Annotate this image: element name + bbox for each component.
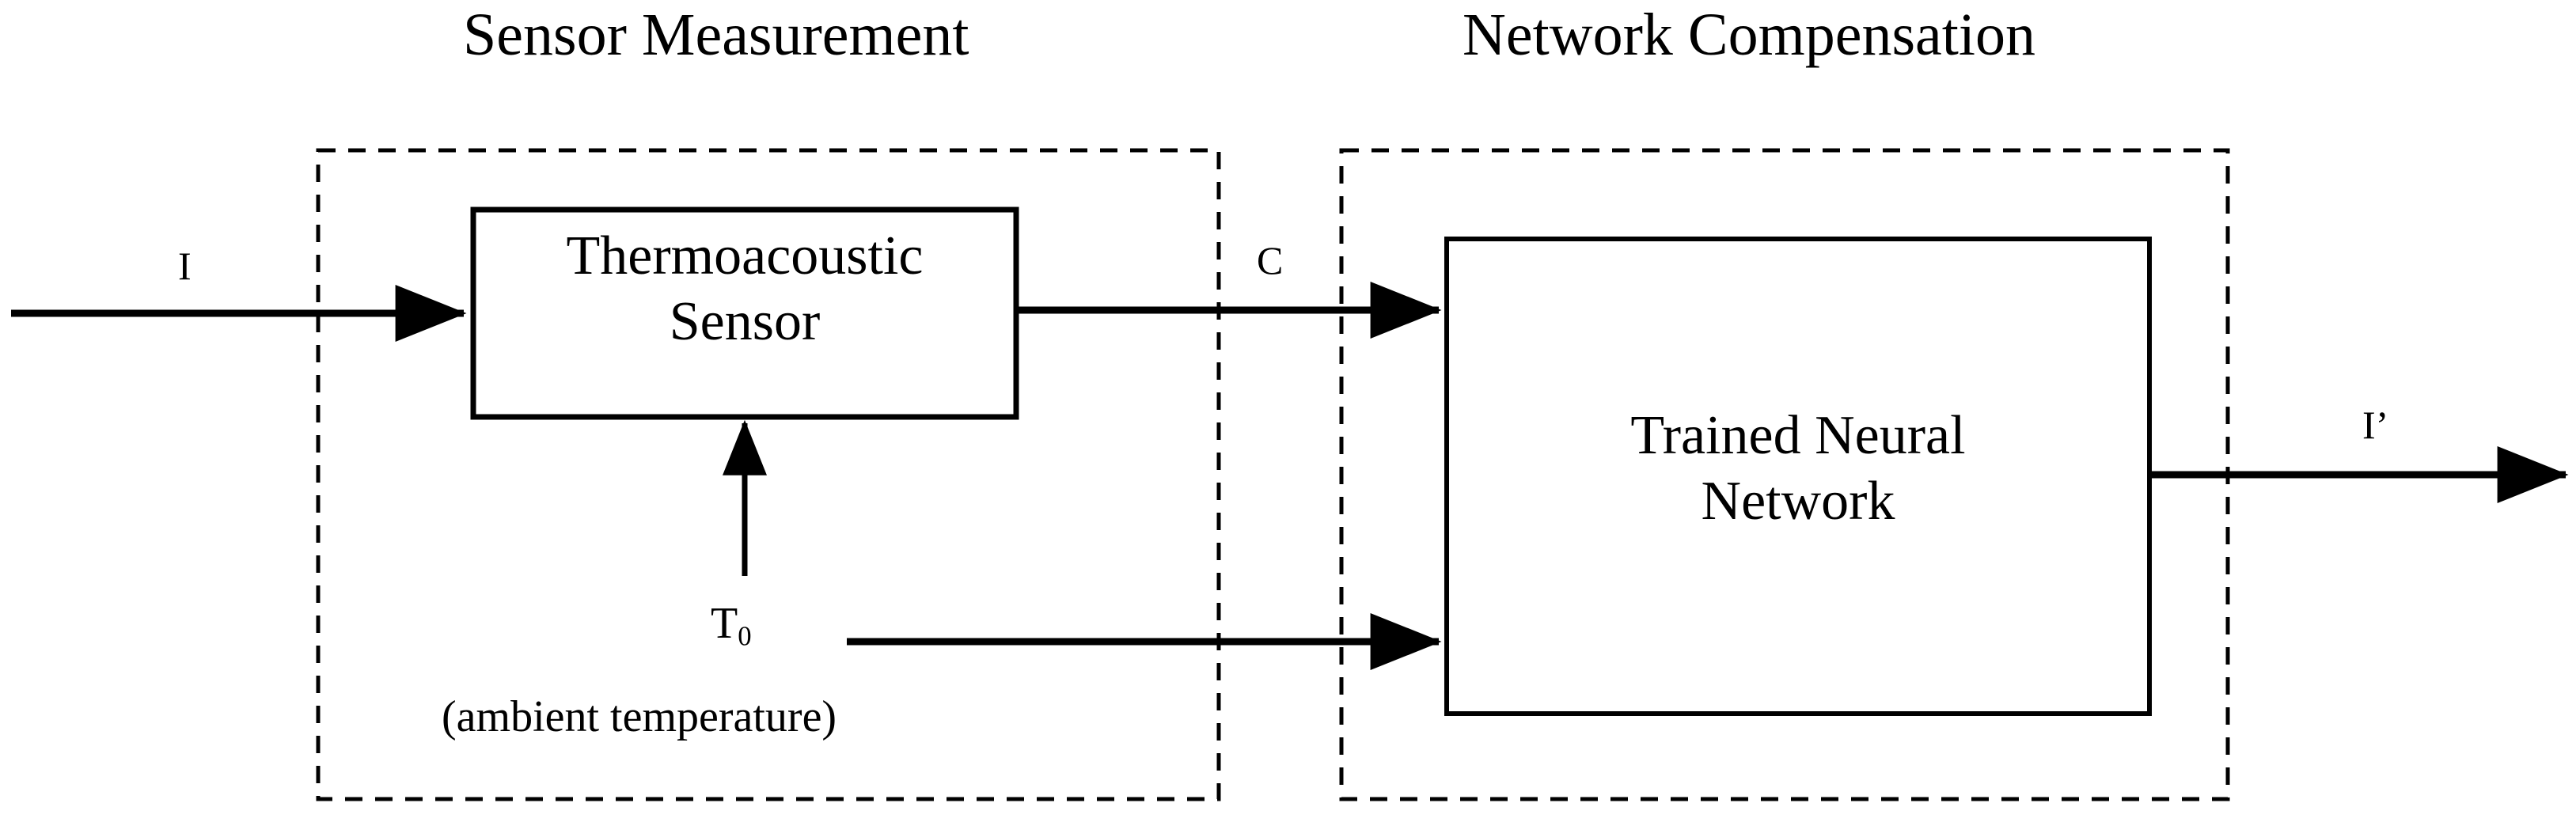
block-label-line-2: Network (1701, 470, 1895, 532)
group-title-network-compensation: Network Compensation (1463, 2, 2036, 68)
block-label-line-1: Trained Neural (1630, 405, 1966, 466)
block-label-line-2: Sensor (669, 290, 821, 352)
output-base: I (2362, 403, 2376, 447)
group-boundary-sensor-measurement (316, 148, 1221, 801)
signal-note-ambient-temperature: (ambient temperature) (442, 692, 837, 741)
block-label-thermoacoustic-sensor: Thermoacoustic Sensor (473, 224, 1016, 354)
signal-label-input-i: I (178, 244, 192, 288)
output-prime-mark: ’ (2375, 403, 2389, 447)
ambient-symbol-subscript: 0 (738, 620, 752, 652)
block-trained-neural-network (1444, 237, 2152, 716)
block-label-trained-neural-network: Trained Neural Network (1447, 403, 2149, 534)
signal-label-output-i-prime: I’ (2362, 405, 2388, 445)
block-label-line-1: Thermoacoustic (566, 225, 924, 286)
ambient-symbol-base: T (711, 599, 738, 648)
group-title-sensor-measurement: Sensor Measurement (463, 2, 969, 68)
signal-label-ambient-temperature-symbol: T0 (711, 601, 752, 650)
block-thermoacoustic-sensor (470, 206, 1019, 420)
signal-label-c: C (1257, 238, 1284, 282)
